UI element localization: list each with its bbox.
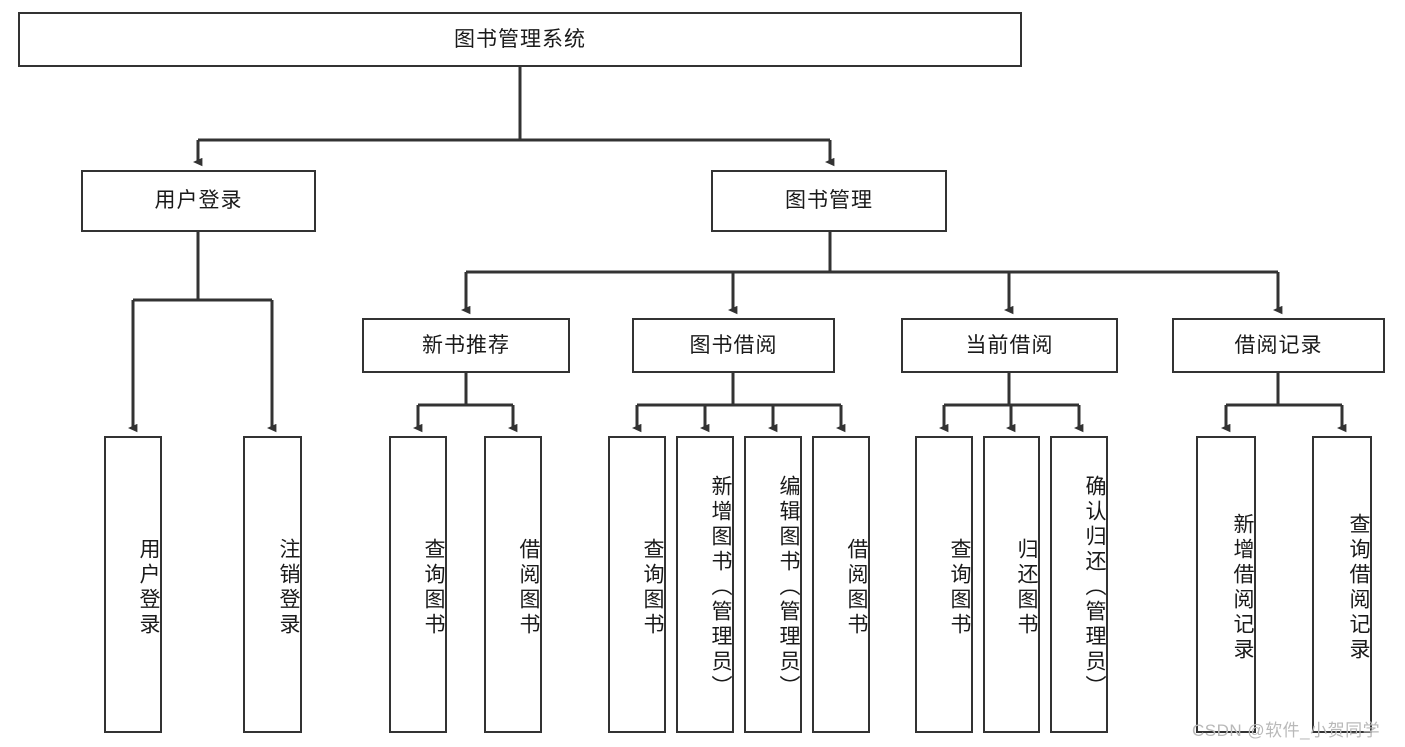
node-label: 借阅记录 — [1234, 333, 1323, 357]
node-book-management[interactable]: 图书管理 — [711, 170, 947, 232]
node-label: 查询图书 — [422, 537, 445, 638]
node-label: 查询借阅记录 — [1347, 512, 1370, 663]
leaf-query-books-recommend[interactable]: 查询图书 — [389, 436, 447, 733]
leaf-add-borrow-record[interactable]: 新增借阅记录 — [1196, 436, 1256, 733]
leaf-query-books-current[interactable]: 查询图书 — [915, 436, 973, 733]
leaf-edit-book-admin[interactable]: 编辑图书（管理员） — [744, 436, 802, 733]
node-user-login[interactable]: 用户登录 — [81, 170, 316, 232]
node-label: 编辑图书（管理员） — [777, 475, 800, 700]
node-label: 新增借阅记录 — [1231, 512, 1254, 663]
leaf-add-book-admin[interactable]: 新增图书（管理员） — [676, 436, 734, 733]
node-label: 用户登录 — [154, 189, 243, 213]
node-label: 归还图书 — [1015, 537, 1038, 638]
node-root-system[interactable]: 图书管理系统 — [18, 12, 1022, 67]
node-label: 用户登录 — [137, 537, 160, 638]
node-label: 新增图书（管理员） — [709, 475, 732, 700]
node-label: 查询图书 — [641, 537, 664, 638]
csdn-watermark: CSDN @软件_小贺同学 — [1192, 721, 1381, 740]
node-new-book-recommend[interactable]: 新书推荐 — [362, 318, 570, 373]
node-current-borrow[interactable]: 当前借阅 — [901, 318, 1118, 373]
node-label: 当前借阅 — [965, 333, 1054, 357]
leaf-user-login[interactable]: 用户登录 — [104, 436, 162, 733]
node-label: 新书推荐 — [422, 333, 510, 357]
node-label: 图书借阅 — [689, 333, 778, 357]
node-label: 借阅图书 — [517, 537, 540, 638]
node-label: 确认归还（管理员） — [1083, 475, 1106, 700]
leaf-return-books[interactable]: 归还图书 — [983, 436, 1040, 733]
node-label: 查询图书 — [948, 537, 971, 638]
leaf-borrow-books[interactable]: 借阅图书 — [812, 436, 870, 733]
node-label: 图书管理 — [785, 189, 873, 213]
leaf-query-borrow-record[interactable]: 查询借阅记录 — [1312, 436, 1372, 733]
node-book-borrow[interactable]: 图书借阅 — [632, 318, 835, 373]
leaf-borrow-books-recommend[interactable]: 借阅图书 — [484, 436, 542, 733]
node-label: 借阅图书 — [845, 537, 868, 638]
leaf-confirm-return-admin[interactable]: 确认归还（管理员） — [1050, 436, 1108, 733]
leaf-logout[interactable]: 注销登录 — [243, 436, 302, 733]
leaf-query-books-borrow[interactable]: 查询图书 — [608, 436, 666, 733]
node-borrow-record[interactable]: 借阅记录 — [1172, 318, 1385, 373]
node-label: 图书管理系统 — [454, 27, 586, 51]
node-label: 注销登录 — [277, 537, 300, 638]
